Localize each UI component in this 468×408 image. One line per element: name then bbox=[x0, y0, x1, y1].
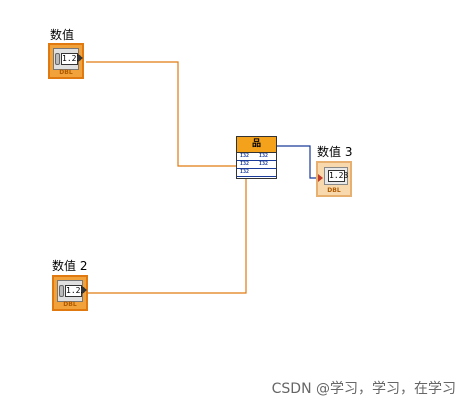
control-label: 数值 2 bbox=[52, 259, 88, 273]
control-label: 数值 bbox=[50, 28, 75, 42]
numeric-control-2[interactable]: 1.23 DBL bbox=[52, 275, 88, 311]
numeric-frame: 1.23 bbox=[53, 48, 82, 70]
node-row[interactable]: I32 bbox=[237, 169, 276, 177]
numeric-frame: 1.23 bbox=[57, 280, 86, 302]
wire-node-to-indicator[interactable] bbox=[277, 145, 318, 179]
numeric-control-1[interactable]: 1.23 DBL bbox=[48, 43, 84, 79]
numeric-frame: 1.23 bbox=[324, 167, 348, 185]
bundle-node[interactable]: 品 I32 I32 I32 I32 I32 bbox=[236, 136, 277, 179]
wire-control2-to-node[interactable] bbox=[88, 174, 247, 294]
increment-icon bbox=[55, 53, 60, 65]
node-row[interactable]: I32 I32 bbox=[237, 153, 276, 161]
watermark: CSDN @学习，学习，在学习 bbox=[271, 381, 456, 397]
numeric-value: 1.23 bbox=[328, 170, 349, 182]
increment-icon bbox=[59, 285, 64, 297]
numeric-value: 1.23 bbox=[65, 285, 86, 297]
node-row[interactable]: I32 I32 bbox=[237, 161, 276, 169]
input-terminal-icon[interactable] bbox=[318, 174, 323, 182]
node-header: 品 bbox=[237, 137, 276, 153]
output-terminal-icon[interactable] bbox=[82, 286, 87, 294]
numeric-value: 1.23 bbox=[61, 53, 82, 65]
datatype-tag: DBL bbox=[59, 69, 73, 76]
output-terminal-icon[interactable] bbox=[78, 54, 83, 62]
datatype-tag: DBL bbox=[63, 301, 77, 308]
cluster-icon: 品 bbox=[251, 139, 261, 149]
numeric-indicator[interactable]: 1.23 DBL bbox=[316, 161, 352, 197]
indicator-label: 数值 3 bbox=[317, 145, 353, 159]
wire-control1-to-node[interactable] bbox=[86, 61, 238, 167]
datatype-tag: DBL bbox=[327, 187, 341, 194]
